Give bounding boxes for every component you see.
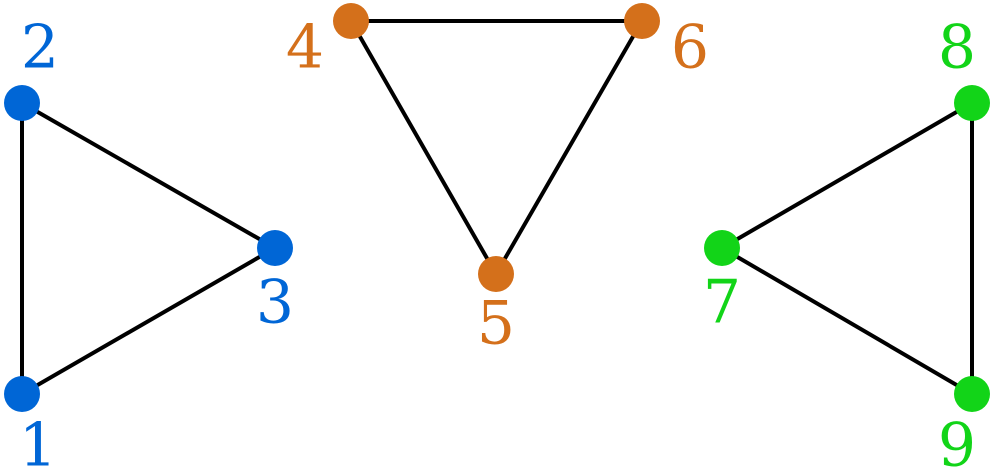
- node-label-1: 1: [19, 411, 57, 474]
- node-9: [954, 376, 990, 412]
- edge-7-8: [720, 101, 974, 250]
- nodes-layer: [4, 3, 990, 412]
- node-6: [624, 3, 660, 39]
- labels-layer: 1 2 3 4 5 6 7 8 9: [19, 13, 976, 474]
- edges-layer: [20, 19, 974, 396]
- edge-2-3: [20, 101, 277, 250]
- node-1: [4, 376, 40, 412]
- node-label-3: 3: [256, 268, 294, 338]
- node-7: [704, 230, 740, 266]
- edge-6-5: [494, 19, 644, 276]
- node-4: [333, 3, 369, 39]
- edge-4-5: [349, 19, 498, 276]
- node-label-5: 5: [477, 289, 515, 359]
- node-label-9: 9: [938, 411, 976, 474]
- node-label-7: 7: [703, 268, 741, 338]
- node-label-6: 6: [671, 13, 709, 83]
- node-5: [478, 256, 514, 292]
- node-8: [954, 85, 990, 121]
- node-2: [4, 85, 40, 121]
- edge-3-1: [20, 246, 277, 396]
- node-label-2: 2: [21, 13, 59, 83]
- node-label-4: 4: [286, 13, 324, 83]
- node-label-8: 8: [938, 13, 976, 83]
- node-3: [257, 230, 293, 266]
- edge-9-7: [720, 246, 974, 396]
